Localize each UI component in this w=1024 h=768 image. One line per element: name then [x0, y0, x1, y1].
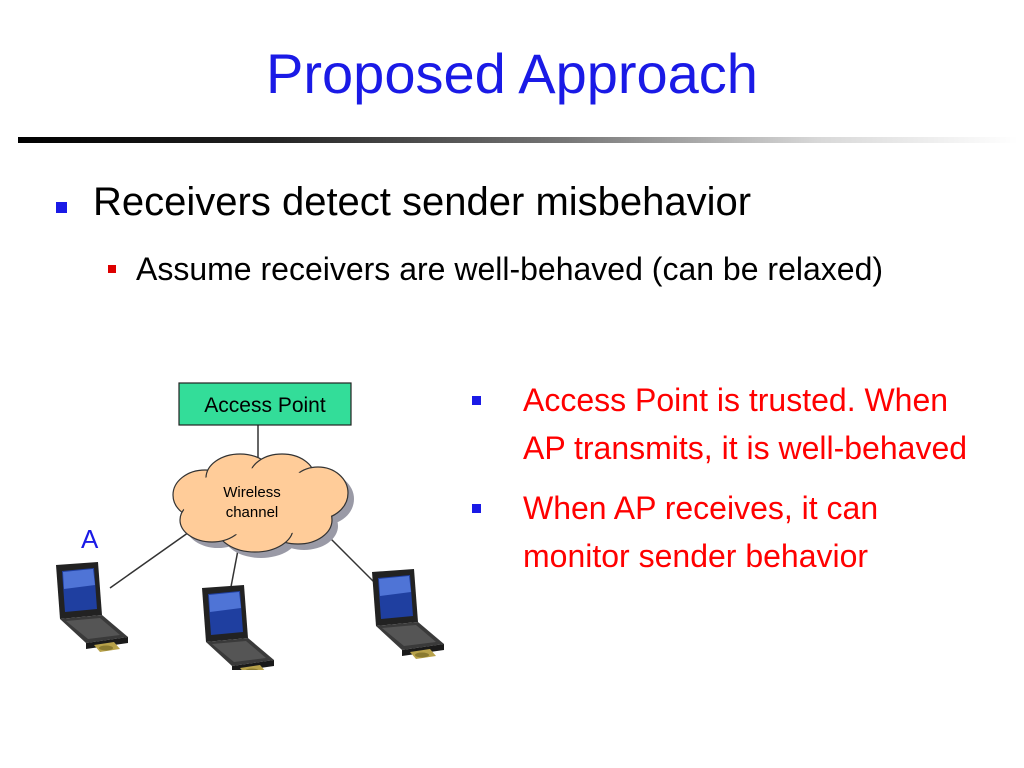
laptop-right-icon [372, 569, 444, 659]
bullet-main-text: Receivers detect sender misbehavior [93, 180, 752, 224]
right-bullet-text: Access Point is trusted. When AP transmi… [523, 382, 968, 466]
laptop-middle-icon [202, 585, 274, 670]
bullet-sub-text: Assume receivers are well-behaved (can b… [136, 251, 884, 287]
link-cloud-laptop-middle [229, 549, 239, 593]
bullet-main: Receivers detect sender misbehavior [56, 180, 751, 225]
bullet-square-icon [108, 265, 116, 273]
access-point-label: Access Point [204, 394, 326, 417]
access-point-node: Access Point [178, 382, 352, 426]
wireless-channel-cloud: Wireless channel [172, 453, 354, 558]
bullet-square-icon [472, 396, 481, 405]
right-bullets: Access Point is trusted. When AP transmi… [472, 376, 992, 592]
cloud-label-line2: channel [226, 504, 279, 521]
right-bullet: Access Point is trusted. When AP transmi… [472, 376, 992, 472]
bullet-square-icon [56, 202, 67, 213]
bullet-sub: Assume receivers are well-behaved (can b… [108, 247, 928, 291]
bullet-square-icon [472, 504, 481, 513]
link-cloud-laptop-right [321, 529, 383, 591]
title-divider [18, 137, 1018, 143]
right-bullet-text: When AP receives, it can monitor sender … [523, 490, 879, 574]
node-a-label: A [81, 524, 99, 554]
link-cloud-laptop-a [109, 529, 193, 589]
laptop-a-icon [56, 562, 128, 652]
slide-title: Proposed Approach [266, 42, 758, 105]
network-diagram: Access Point Wireless channel A [56, 382, 444, 670]
cloud-label-line1: Wireless [223, 484, 281, 501]
right-bullet: When AP receives, it can monitor sender … [472, 484, 992, 580]
